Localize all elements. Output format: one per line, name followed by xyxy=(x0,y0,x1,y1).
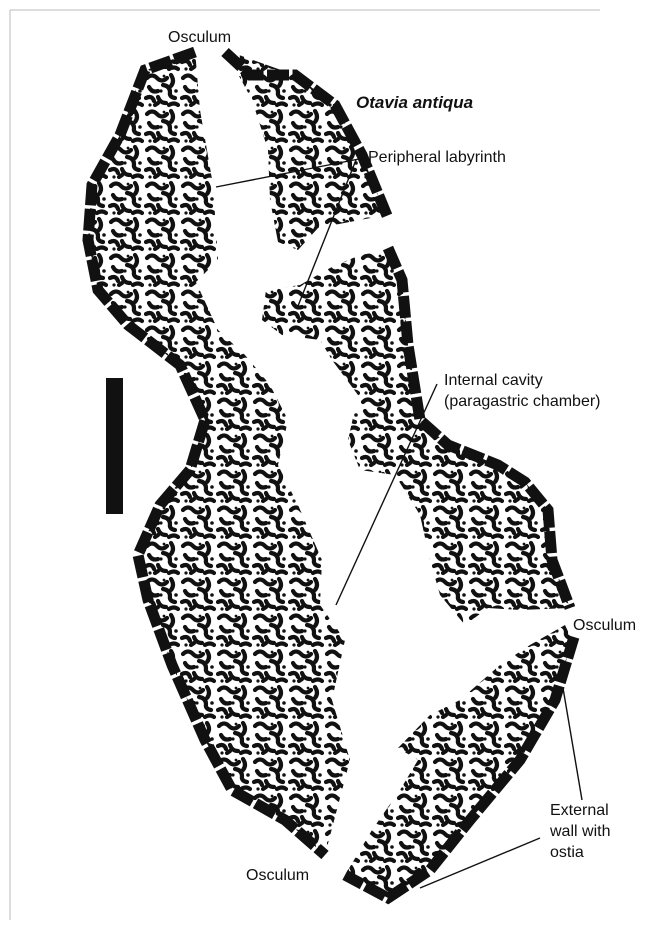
scale-bar xyxy=(106,378,123,514)
osculum-top-label: Osculum xyxy=(168,29,231,46)
peripheral-labyrinth-regions xyxy=(88,50,572,898)
external-wall-label-line3: ostia xyxy=(550,844,584,861)
internal-cavity-label-line1: Internal cavity xyxy=(444,372,543,389)
external-wall-label-line2: wall with xyxy=(549,823,610,840)
species-title: Otavia antiqua xyxy=(356,93,473,112)
peripheral-labyrinth-label: Peripheral labyrinth xyxy=(368,149,506,166)
osculum-right-label: Osculum xyxy=(573,617,636,634)
osculum-bottom-label: Osculum xyxy=(246,867,309,884)
external-wall-label-line1: External xyxy=(550,802,609,819)
internal-cavity-label-line2: (paragastric chamber) xyxy=(444,393,601,410)
